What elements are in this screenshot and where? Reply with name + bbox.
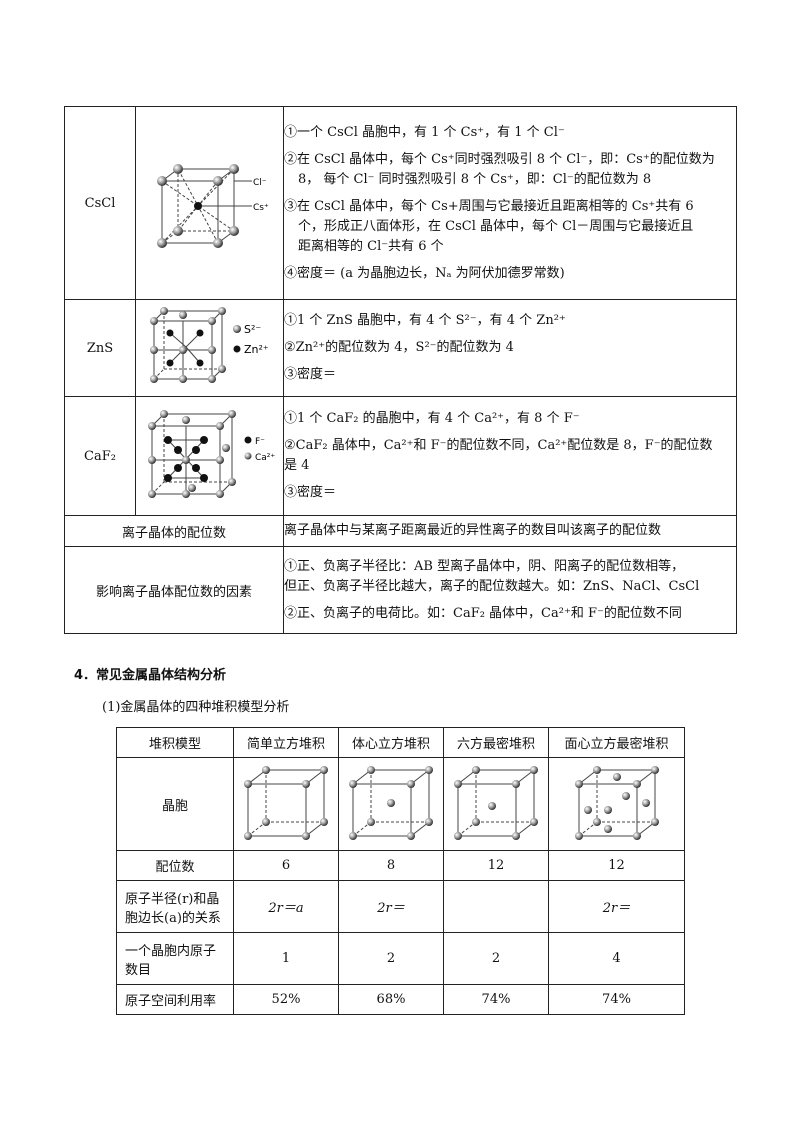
cscl-row: CsCl (64, 106, 737, 300)
cscl-name: CsCl (64, 106, 136, 300)
factors-label: 影响离子晶体配位数的因素 (64, 546, 284, 634)
ionic-crystal-table: CsCl (64, 106, 737, 634)
hcp-diagram (454, 766, 538, 840)
cscl-figure: Cl⁻ Cs⁺ (135, 106, 284, 300)
zns-legend-zn: Zn²⁺ (244, 343, 269, 356)
cscl-legend-cl: Cl⁻ (253, 178, 267, 188)
radius-label: 原子半径(r)和晶胞边长(a)的关系 (116, 880, 234, 933)
zns-text-1: ①1 个 ZnS 晶胞中，有 4 个 S²⁻，有 4 个 Zn²⁺ (284, 313, 566, 328)
util-sc: 52% (233, 984, 339, 1015)
cell-label: 晶胞 (116, 757, 234, 851)
metal-header-row: 堆积模型 简单立方堆积 体心立方堆积 六方最密堆积 面心立方最密堆积 (116, 727, 685, 758)
zns-text-3: ③密度＝ (284, 367, 337, 382)
caf2-legend-f: F⁻ (255, 437, 265, 447)
radius-bcc: 2r＝ (338, 880, 444, 933)
radius-hcp (443, 880, 549, 933)
factors-text-2: ②正、负离子的电荷比。如：CaF₂ 晶体中，Ca²⁺和 F⁻的配位数不同 (284, 605, 682, 621)
util-hcp: 74% (443, 984, 549, 1015)
metal-cell-row: 晶胞 (116, 757, 685, 851)
bcc-figure (338, 757, 444, 851)
fcc-figure (548, 757, 685, 851)
metal-coord-row: 配位数 6 8 12 12 (116, 850, 685, 881)
caf2-text-3: ③密度＝ (284, 485, 337, 500)
zns-unit-cell-diagram: S²⁻ Zn²⁺ (149, 307, 269, 383)
cscl-legend-cs: Cs⁺ (253, 203, 269, 213)
simple-cubic-diagram (244, 766, 328, 840)
caf2-description: ①1 个 CaF₂ 的晶胞中，有 4 个 Ca²⁺，有 8 个 F⁻ ②CaF₂… (283, 396, 737, 516)
header-hcp: 六方最密堆积 (443, 727, 549, 758)
util-bcc: 68% (338, 984, 444, 1015)
zns-name: ZnS (64, 299, 136, 397)
section-4-subheading: (1)金属晶体的四种堆积模型分析 (102, 700, 290, 715)
count-fcc: 4 (548, 932, 685, 985)
metal-util-row: 原子空间利用率 52% 68% 74% 74% (116, 984, 685, 1015)
coord-label: 离子晶体的配位数 (64, 515, 284, 547)
cscl-text-4: ④密度＝ (a 为晶胞边长，Nₐ 为阿伏加德罗常数) (284, 265, 565, 281)
radius-sc: 2r＝a (233, 880, 339, 933)
factors-text-1: ①正、负离子半径比：AB 型离子晶体中，阴、阳离子的配位数相等，但正、负离子半径… (284, 558, 700, 594)
metal-radius-row: 原子半径(r)和晶胞边长(a)的关系 2r＝a 2r＝ 2r＝ (116, 880, 685, 933)
caf2-name: CaF₂ (64, 396, 136, 516)
zns-row: ZnS (64, 299, 737, 397)
zns-legend-s: S²⁻ (244, 323, 261, 336)
coord-hcp: 12 (443, 850, 549, 881)
factors-row: 影响离子晶体配位数的因素 ①正、负离子半径比：AB 型离子晶体中，阴、阳离子的配… (64, 546, 737, 634)
cscl-unit-cell-diagram: Cl⁻ Cs⁺ (156, 164, 269, 248)
caf2-text-1: ①1 个 CaF₂ 的晶胞中，有 4 个 Ca²⁺，有 8 个 F⁻ (284, 411, 580, 426)
zns-text-2: ②Zn²⁺的配位数为 4，S²⁻的配位数为 4 (284, 340, 514, 355)
count-label: 一个晶胞内原子数目 (116, 932, 234, 985)
section-4-heading: 4．常见金属晶体结构分析 (74, 668, 227, 683)
caf2-legend-ca: Ca²⁺ (255, 453, 275, 463)
caf2-row: CaF₂ (64, 396, 737, 516)
header-fcc: 面心立方最密堆积 (548, 727, 685, 758)
count-bcc: 2 (338, 932, 444, 985)
caf2-text-2: ②CaF₂ 晶体中，Ca²⁺和 F⁻的配位数不同，Ca²⁺配位数是 8，F⁻的配… (284, 438, 713, 473)
bcc-diagram (349, 766, 433, 840)
metal-crystal-table: 堆积模型 简单立方堆积 体心立方堆积 六方最密堆积 面心立方最密堆积 晶胞 (116, 727, 685, 1015)
cscl-text-2: ②在 CsCl 晶体中，每个 Cs⁺同时强烈吸引 8 个 Cl⁻，即：Cs⁺的配… (284, 151, 715, 187)
caf2-unit-cell-diagram: F⁻ Ca²⁺ (147, 410, 275, 498)
simple-cubic-figure (233, 757, 339, 851)
coord-sc: 6 (233, 850, 339, 881)
fcc-diagram (574, 766, 659, 840)
count-sc: 1 (233, 932, 339, 985)
coord-fcc: 12 (548, 850, 685, 881)
util-fcc: 74% (548, 984, 685, 1015)
radius-fcc: 2r＝ (548, 880, 685, 933)
caf2-figure: F⁻ Ca²⁺ (135, 396, 284, 516)
hcp-figure (443, 757, 549, 851)
coord-row: 离子晶体的配位数 离子晶体中与某离子距离最近的异性离子的数目叫该离子的配位数 (64, 515, 737, 547)
header-bcc: 体心立方堆积 (338, 727, 444, 758)
factors-description: ①正、负离子半径比：AB 型离子晶体中，阴、阳离子的配位数相等，但正、负离子半径… (283, 546, 737, 634)
cscl-text-1: ①一个 CsCl 晶胞中，有 1 个 Cs⁺，有 1 个 Cl⁻ (284, 124, 565, 140)
header-simple-cubic: 简单立方堆积 (233, 727, 339, 758)
coord-text: 离子晶体中与某离子距离最近的异性离子的数目叫该离子的配位数 (283, 515, 737, 547)
coord-bcc: 8 (338, 850, 444, 881)
coord-number-label: 配位数 (116, 850, 234, 881)
count-hcp: 2 (443, 932, 549, 985)
zns-description: ①1 个 ZnS 晶胞中，有 4 个 S²⁻，有 4 个 Zn²⁺ ②Zn²⁺的… (283, 299, 737, 397)
cscl-description: ①一个 CsCl 晶胞中，有 1 个 Cs⁺，有 1 个 Cl⁻ ②在 CsCl… (283, 106, 737, 300)
header-model: 堆积模型 (116, 727, 234, 758)
zns-figure: S²⁻ Zn²⁺ (135, 299, 284, 397)
util-label: 原子空间利用率 (116, 984, 234, 1015)
metal-count-row: 一个晶胞内原子数目 1 2 2 4 (116, 932, 685, 985)
